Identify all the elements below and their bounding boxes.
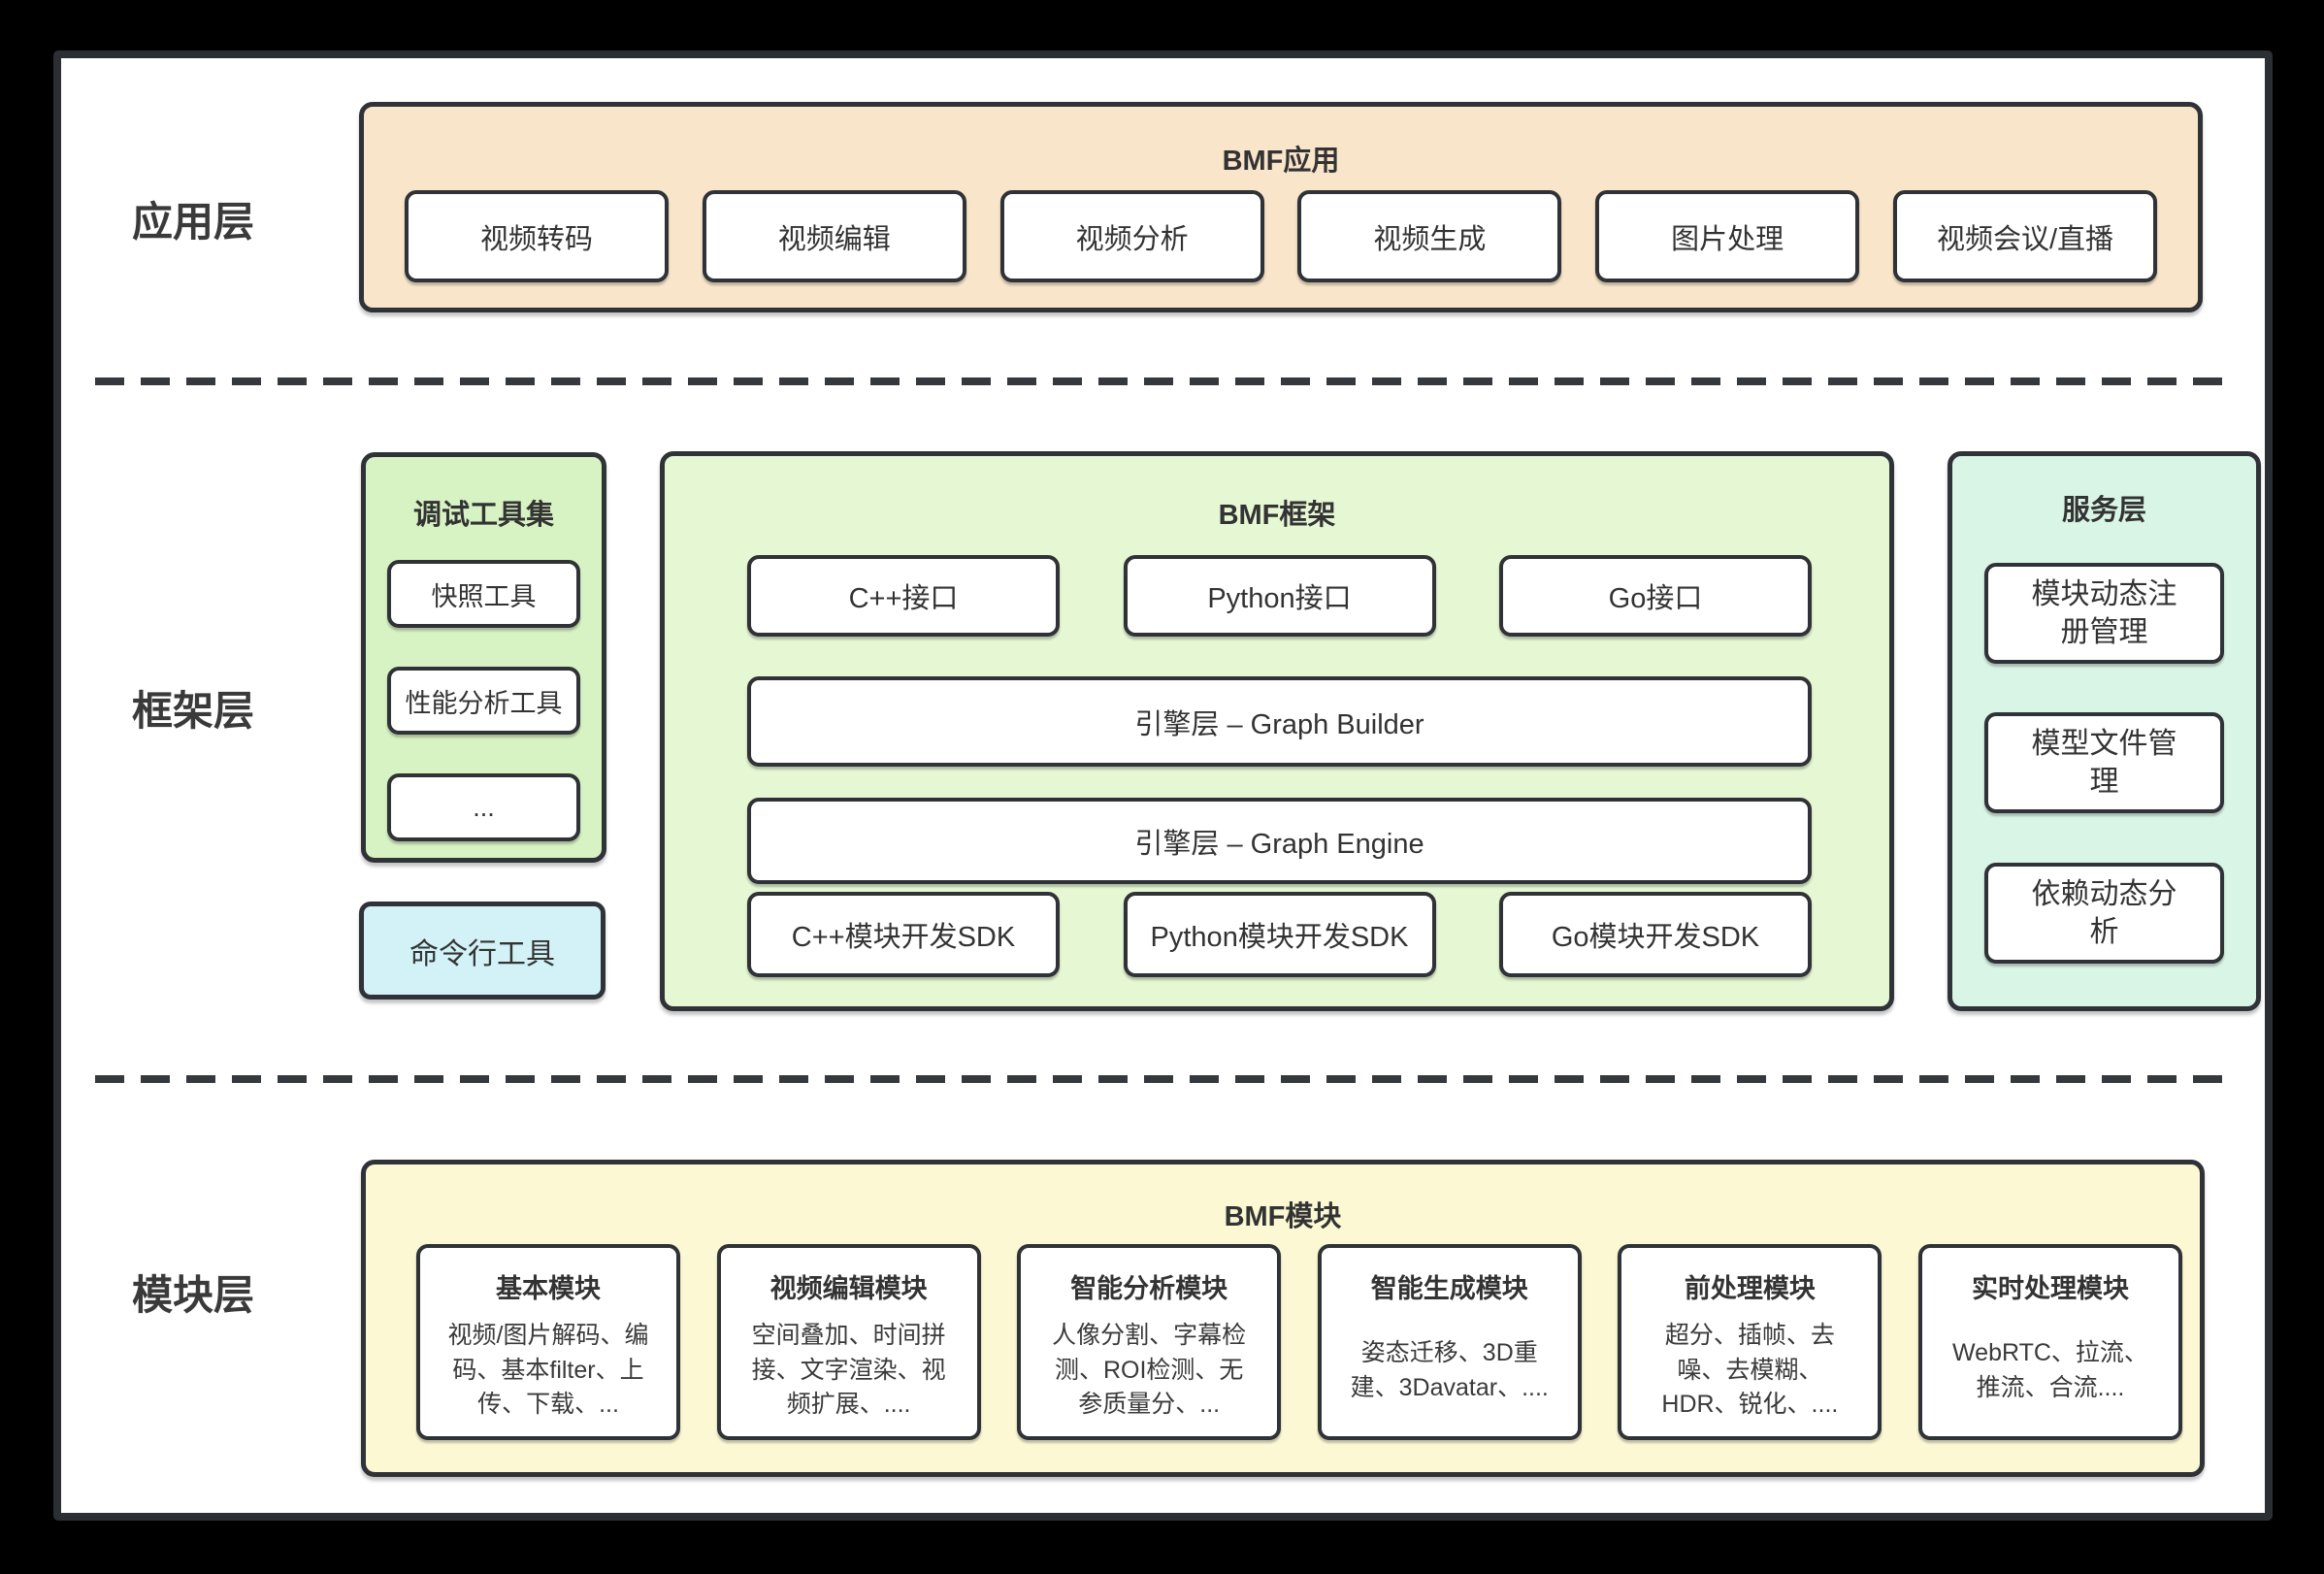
module-card-body: 空间叠加、时间拼接、文字渲染、视频扩展、.... xyxy=(751,1322,946,1419)
go-sdk-box: Go模块开发SDK xyxy=(1499,892,1812,977)
module-card-body-wrap: 人像分割、字幕检测、ROI检测、无参质量分、... xyxy=(1021,1305,1277,1436)
debug-toolset-panel: 调试工具集 快照工具 性能分析工具 ... xyxy=(361,452,606,863)
bmf-app-panel: BMF应用 视频转码 视频编辑 视频分析 视频生成 图片处理 视频会议/直播 xyxy=(359,102,2203,312)
app-item-video-analysis: 视频分析 xyxy=(999,190,1264,282)
module-card-smart-generation: 智能生成模块 姿态迁移、3D重建、3Davatar、.... xyxy=(1317,1244,1582,1440)
module-card-title: 基本模块 xyxy=(496,1274,601,1303)
app-item-video-generation: 视频生成 xyxy=(1297,190,1562,282)
cpp-interface-box: C++接口 xyxy=(747,555,1060,637)
bmf-framework-panel: BMF框架 C++接口 Python接口 Go接口 引擎层 – Graph Bu… xyxy=(660,451,1894,1011)
module-card-title: 智能生成模块 xyxy=(1370,1274,1528,1303)
module-card-title: 智能分析模块 xyxy=(1070,1274,1228,1303)
python-sdk-box: Python模块开发SDK xyxy=(1123,892,1436,977)
module-card-video-edit: 视频编辑模块 空间叠加、时间拼接、文字渲染、视频扩展、.... xyxy=(716,1244,981,1440)
service-dependency-analysis-label: 依赖动态分析 xyxy=(2031,878,2177,948)
app-layer-label: 应用层 xyxy=(131,199,254,245)
service-module-registration-label: 模块动态注册管理 xyxy=(2031,578,2177,648)
cmdline-tool-box: 命令行工具 xyxy=(359,902,606,1000)
service-model-file-management: 模型文件管理 xyxy=(1984,712,2224,813)
module-card-realtime: 实时处理模块 WebRTC、拉流、推流、合流.... xyxy=(1917,1244,2182,1440)
module-card-body-wrap: 视频/图片解码、编码、基本filter、上传、下载、... xyxy=(420,1305,676,1436)
module-card-smart-analysis: 智能分析模块 人像分割、字幕检测、ROI检测、无参质量分、... xyxy=(1017,1244,1282,1440)
service-dependency-analysis: 依赖动态分析 xyxy=(1984,863,2224,964)
app-items-row: 视频转码 视频编辑 视频分析 视频生成 图片处理 视频会议/直播 xyxy=(405,190,2157,282)
debug-tool-snapshot: 快照工具 xyxy=(387,560,580,628)
service-model-file-management-label: 模型文件管理 xyxy=(2031,728,2177,798)
module-card-body-wrap: WebRTC、拉流、推流、合流.... xyxy=(1922,1305,2178,1436)
service-layer-panel: 服务层 模块动态注册管理 模型文件管理 依赖动态分析 xyxy=(1948,451,2261,1011)
bmf-modules-panel: BMF模块 基本模块 视频/图片解码、编码、基本filter、上传、下载、...… xyxy=(361,1160,2205,1477)
python-interface-box: Python接口 xyxy=(1123,555,1436,637)
module-card-preprocessing: 前处理模块 超分、插帧、去噪、去模糊、HDR、锐化、.... xyxy=(1618,1244,1882,1440)
app-item-image-processing: 图片处理 xyxy=(1595,190,1860,282)
debug-tool-more: ... xyxy=(387,773,580,841)
module-card-body: WebRTC、拉流、推流、合流.... xyxy=(1952,1339,2148,1401)
interface-row: C++接口 Python接口 Go接口 xyxy=(747,555,1812,637)
graph-engine-box: 引擎层 – Graph Engine xyxy=(747,798,1812,884)
divider-framework-modules xyxy=(95,1075,2232,1083)
module-cards-row: 基本模块 视频/图片解码、编码、基本filter、上传、下载、... 视频编辑模… xyxy=(416,1244,2182,1440)
service-layer-title: 服务层 xyxy=(2061,495,2146,526)
module-card-body-wrap: 超分、插帧、去噪、去模糊、HDR、锐化、.... xyxy=(1621,1305,1878,1436)
app-item-video-transcode: 视频转码 xyxy=(405,190,669,282)
debug-tool-profiling: 性能分析工具 xyxy=(387,667,580,735)
module-card-body-wrap: 空间叠加、时间拼接、文字渲染、视频扩展、.... xyxy=(721,1305,977,1436)
go-interface-box: Go接口 xyxy=(1499,555,1812,637)
module-card-body: 人像分割、字幕检测、ROI检测、无参质量分、... xyxy=(1052,1322,1247,1419)
module-card-body: 超分、插帧、去噪、去模糊、HDR、锐化、.... xyxy=(1661,1322,1839,1419)
app-item-video-conference-live: 视频会议/直播 xyxy=(1892,190,2157,282)
module-layer-label: 模块层 xyxy=(131,1272,254,1318)
module-card-title: 视频编辑模块 xyxy=(769,1274,928,1303)
module-card-body: 视频/图片解码、编码、基本filter、上传、下载、... xyxy=(447,1322,649,1419)
bmf-framework-title: BMF框架 xyxy=(1218,500,1336,531)
module-card-title: 实时处理模块 xyxy=(1971,1274,2129,1303)
service-module-registration: 模块动态注册管理 xyxy=(1984,563,2224,664)
bmf-app-title: BMF应用 xyxy=(1222,146,1340,177)
graph-builder-box: 引擎层 – Graph Builder xyxy=(747,676,1812,767)
divider-app-framework xyxy=(95,377,2232,385)
cpp-sdk-box: C++模块开发SDK xyxy=(747,892,1060,977)
app-item-video-edit: 视频编辑 xyxy=(702,190,966,282)
module-card-body: 姿态迁移、3D重建、3Davatar、.... xyxy=(1350,1339,1549,1401)
sdk-row: C++模块开发SDK Python模块开发SDK Go模块开发SDK xyxy=(747,892,1812,977)
module-card-body-wrap: 姿态迁移、3D重建、3Davatar、.... xyxy=(1322,1305,1578,1436)
framework-layer-label: 框架层 xyxy=(131,688,254,734)
bmf-architecture-diagram: 应用层 框架层 模块层 BMF应用 视频转码 视频编辑 视频分析 视频生成 图片… xyxy=(53,50,2273,1521)
bmf-modules-title: BMF模块 xyxy=(1224,1201,1342,1232)
debug-toolset-title: 调试工具集 xyxy=(412,500,554,531)
module-card-title: 前处理模块 xyxy=(1684,1274,1816,1303)
module-card-basic: 基本模块 视频/图片解码、编码、基本filter、上传、下载、... xyxy=(416,1244,680,1440)
